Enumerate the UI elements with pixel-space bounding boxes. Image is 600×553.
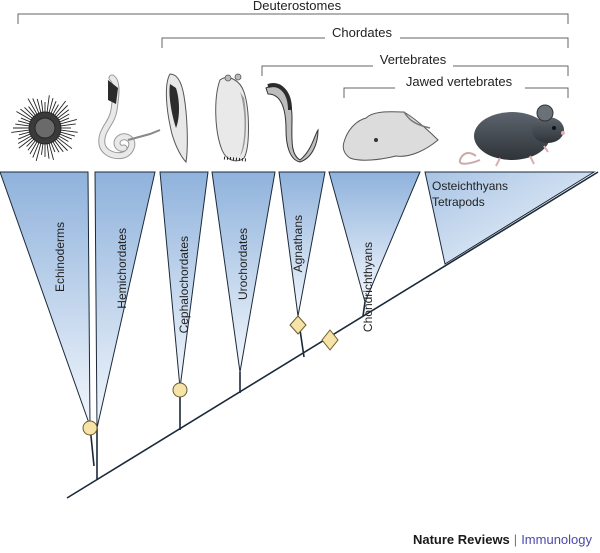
wedge-agnathans: [278, 171, 326, 317]
wedge-hemichordates: [94, 171, 156, 429]
label-chondrichthyans: Chondrichthyans: [361, 242, 375, 332]
wedge-urochordates: [211, 171, 276, 373]
ray-illustration: [342, 111, 439, 161]
clade-wedges: [0, 171, 596, 429]
wedge-chondrichthyans: [328, 171, 421, 304]
label-hemichordates: Hemichordates: [115, 228, 129, 309]
label-deuterostomes: Deuterostomes: [253, 0, 342, 13]
lancelet-illustration: [165, 73, 188, 164]
label-cephalochordates: Cephalochordates: [177, 236, 191, 333]
label-jawed-vertebrates: Jawed vertebrates: [406, 74, 513, 89]
sea-squirt-illustration: [215, 73, 249, 162]
wedge-osteichthyans-tetrapods: [424, 171, 596, 265]
label-tetrapods: Tetrapods: [432, 195, 485, 209]
publication-credit: Nature Reviews|Immunology: [413, 532, 592, 547]
bracket-deuterostomes: [17, 13, 569, 24]
circle-marker-deuterostome-node: [82, 420, 98, 436]
lamprey-illustration: [265, 83, 319, 163]
label-vertebrates: Vertebrates: [380, 52, 447, 67]
diamond-marker-jawed-node: [321, 329, 339, 351]
credit-journal: Immunology: [521, 532, 592, 547]
label-osteichthyans: Osteichthyans: [432, 179, 508, 193]
label-agnathans: Agnathans: [291, 215, 305, 272]
mouse-illustration: [458, 104, 565, 167]
label-echinoderms: Echinoderms: [53, 222, 67, 292]
sea-urchin-illustration: [11, 95, 78, 161]
circle-marker-cephalochordate-node: [172, 382, 188, 398]
acorn-worm-illustration: [98, 74, 161, 160]
credit-brand: Nature Reviews: [412, 532, 510, 547]
wedge-echinoderms: [0, 171, 91, 427]
label-chordates: Chordates: [332, 25, 392, 40]
diamond-marker-agnathan-node: [289, 315, 307, 335]
wedge-cephalochordates: [159, 171, 209, 389]
credit-separator: |: [513, 532, 518, 547]
label-urochordates: Urochordates: [236, 228, 250, 300]
